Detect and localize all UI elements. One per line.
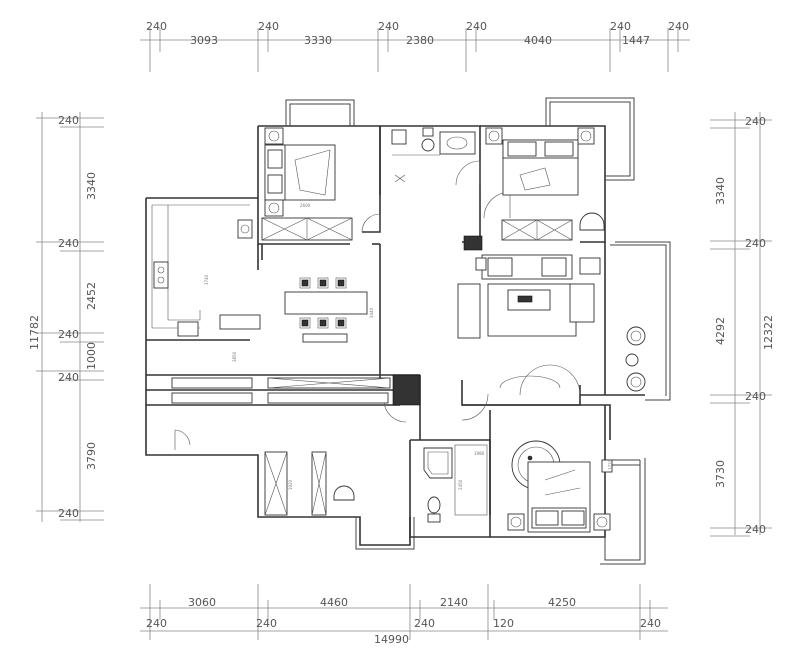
dim-bottom-wall-5: 240 (640, 617, 661, 630)
dim-top-6: 2380 (406, 34, 434, 47)
dim-top-2: 3093 (190, 34, 218, 47)
center-bathroom: 1980 2450 (423, 444, 488, 523)
wardrobe-label: 1920 (288, 479, 293, 490)
dim-bottom-wall-3: 240 (414, 617, 435, 630)
dim-bottom-wall-2: 240 (256, 617, 277, 630)
lower-left-room: 1920 (264, 451, 355, 516)
dim-left-6: 1000 (85, 342, 98, 370)
cabinet-band (171, 235, 483, 406)
dim-left-total: 11782 (28, 315, 41, 350)
dim-right-4: 4292 (714, 317, 727, 345)
kitchen-side-label: 3850 (232, 351, 237, 362)
dim-bottom-wall-4: 120 (493, 617, 514, 630)
master-bedroom: 3720 (507, 440, 613, 533)
dim-top-11: 240 (668, 20, 689, 33)
dim-top-9: 240 (610, 20, 631, 33)
dim-left-4: 2452 (85, 282, 98, 310)
dim-right-total: 12322 (762, 315, 775, 350)
bed-top-right (485, 127, 605, 231)
living-room (457, 254, 601, 389)
dim-left-8: 3790 (85, 442, 98, 470)
dim-left-5: 240 (58, 328, 79, 341)
bottom-dimension-chain: 3060 4460 2140 4250 240 240 240 120 240 … (140, 584, 668, 646)
wardrobe-top-right (501, 219, 573, 241)
dim-top-8: 4040 (524, 34, 552, 47)
bed-dimension-label: 2600 (300, 203, 311, 208)
dim-top-3: 240 (258, 20, 279, 33)
balcony-furniture (625, 326, 646, 392)
doors (174, 160, 581, 450)
bed-top-left: 2600 (264, 127, 336, 217)
dim-bottom-wall-1: 240 (146, 617, 167, 630)
top-dimension-chain: 240 3093 240 3330 240 2380 240 4040 240 … (140, 20, 690, 72)
dim-right-7: 240 (745, 523, 766, 536)
right-dimension-chain: 240 3340 240 4292 240 3730 240 12322 (710, 112, 775, 537)
dim-right-5: 240 (745, 390, 766, 403)
dim-bottom-4: 4250 (548, 596, 576, 609)
kitchen: 3740 3850 (151, 204, 261, 362)
left-dimension-chain: 240 3340 240 2452 240 1000 240 3790 240 … (28, 112, 104, 522)
dim-left-3: 240 (58, 237, 79, 250)
walls (145, 97, 671, 565)
dim-right-6: 3730 (714, 460, 727, 488)
dim-top-5: 240 (378, 20, 399, 33)
dim-left-1: 240 (58, 114, 79, 127)
dim-bottom-3: 2140 (440, 596, 468, 609)
dim-left-9: 240 (58, 507, 79, 520)
kitchen-dimension-label: 3740 (204, 274, 209, 285)
dim-right-2: 3340 (714, 177, 727, 205)
dim-left-7: 240 (58, 371, 79, 384)
dim-right-3: 240 (745, 237, 766, 250)
dim-top-10: 1447 (622, 34, 650, 47)
dim-bottom-1: 3060 (188, 596, 216, 609)
bath-label-b: 2450 (458, 479, 463, 490)
dim-left-2: 3340 (85, 172, 98, 200)
wardrobe-top-left (261, 217, 353, 241)
master-bed-label: 3720 (608, 459, 613, 470)
dim-bottom-total: 14990 (374, 633, 409, 646)
dim-bottom-2: 4460 (320, 596, 348, 609)
dining-dimension-label: 3440 (369, 307, 374, 318)
dining-table: 3440 (284, 277, 374, 343)
dim-top-4: 3330 (304, 34, 332, 47)
bathroom-top (391, 127, 476, 183)
dim-top-1: 240 (146, 20, 167, 33)
dim-right-1: 240 (745, 115, 766, 128)
bath-label-a: 1980 (474, 451, 485, 456)
dim-top-7: 240 (466, 20, 487, 33)
